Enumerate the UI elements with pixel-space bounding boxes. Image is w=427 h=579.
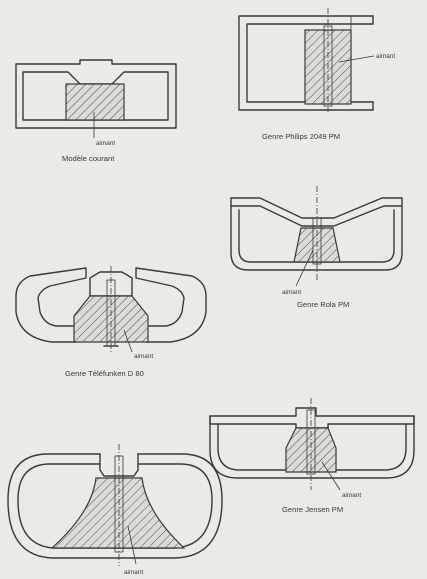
philips-caption: Genre Philips 2049 PM (262, 132, 340, 141)
jensen-top-plate (209, 407, 415, 429)
courant-outer-frame (15, 59, 177, 129)
telefunken-caption: Genre Téléfunken D 80 (65, 369, 144, 378)
telefunken-right-wing (135, 267, 207, 343)
rola-center-pole (312, 217, 322, 265)
telefunken-leader-line (123, 329, 133, 353)
oval-center-pole (114, 455, 124, 553)
diagram-modele-courant: aimant Modèle courant (15, 59, 177, 163)
rola-leader-line (295, 249, 314, 287)
diagram-jensen: aimant Genre Jensen PM (209, 398, 415, 514)
courant-magnet-label: aimant (96, 140, 115, 147)
oval-leader-line (127, 525, 137, 565)
courant-magnet (65, 83, 125, 121)
diagram-oval: aimant (7, 444, 223, 576)
rola-magnet-label: aimant (282, 289, 301, 296)
jensen-leader-line (321, 461, 341, 491)
diagram-rola: aimant Genre Rola PM (230, 186, 403, 309)
telefunken-left-wing (15, 267, 87, 343)
philips-outer-frame (238, 15, 374, 111)
rola-top-plate (230, 197, 403, 227)
jensen-center-pole (306, 409, 316, 475)
courant-caption: Modèle courant (62, 154, 115, 163)
diagram-telefunken: aimant Genre Téléfunken D 80 (15, 266, 207, 378)
telefunken-magnet-label: aimant (134, 353, 153, 360)
rola-caption: Genre Rola PM (297, 300, 349, 309)
philips-leader-line (338, 55, 375, 63)
jensen-caption: Genre Jensen PM (282, 505, 343, 514)
rola-outer-frame (230, 205, 403, 271)
oval-pole-piece (99, 453, 139, 477)
diagram-philips: aimant Genre Philips 2049 PM (238, 8, 395, 141)
oval-magnet-label: aimant (124, 569, 143, 576)
philips-magnet-label: aimant (376, 53, 395, 60)
philips-center-pole (323, 25, 333, 107)
jensen-outer-frame (209, 415, 415, 479)
jensen-magnet-label: aimant (342, 492, 361, 499)
oval-magnet (50, 477, 186, 549)
oval-outer-frame (7, 453, 223, 559)
